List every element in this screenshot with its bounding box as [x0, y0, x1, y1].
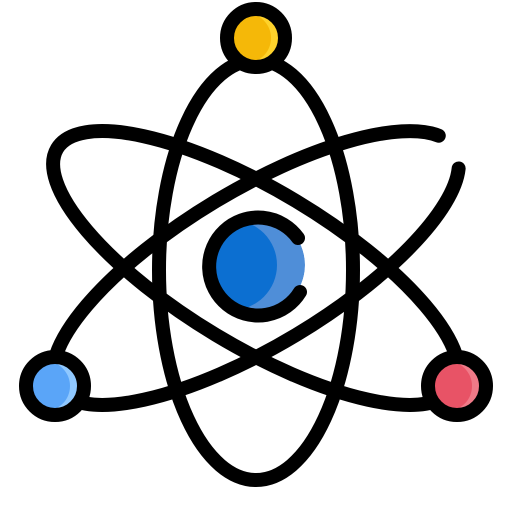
electron-right — [421, 350, 493, 422]
nucleus — [202, 210, 307, 323]
electron-top — [220, 2, 292, 74]
electron-left — [19, 350, 91, 422]
